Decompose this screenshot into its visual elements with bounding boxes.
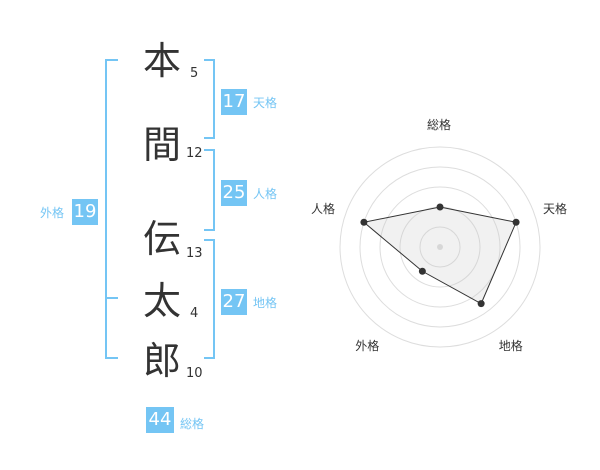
- name-char-4: 太: [142, 279, 181, 323]
- radar-point-4: [360, 218, 368, 226]
- radar-axis-label-4: 人格: [310, 202, 335, 217]
- tenkaku-label: 天格: [253, 96, 278, 110]
- radar-point-2: [477, 300, 485, 308]
- radar-grid-ring: [359, 166, 521, 328]
- radar-point-1: [512, 218, 520, 226]
- stroke-count-3: 13: [186, 246, 203, 261]
- gaikaku-label: 外格: [40, 206, 65, 220]
- radar-center: [437, 244, 443, 250]
- tenkaku-value: 17: [221, 89, 247, 115]
- soukaku-label: 総格: [180, 417, 205, 431]
- radar-axis-label-3: 外格: [355, 338, 380, 353]
- radar-point-0: [436, 203, 444, 211]
- name-char-1: 本: [142, 39, 181, 83]
- name-char-3: 伝: [142, 217, 181, 261]
- jinkaku-bracket: [204, 149, 215, 231]
- radar-series: [362, 206, 517, 305]
- stroke-count-5: 10: [186, 366, 203, 381]
- radar-grid-ring: [339, 146, 541, 348]
- jinkaku-value: 25: [221, 180, 247, 206]
- radar-axis-label-1: 天格: [543, 202, 568, 217]
- name-char-2: 間: [142, 123, 181, 167]
- chikaku-bracket: [204, 239, 215, 359]
- chikaku-label: 地格: [253, 296, 278, 310]
- jinkaku-label: 人格: [253, 187, 278, 201]
- gaikaku-bracket: [105, 59, 118, 359]
- tenkaku-bracket: [204, 59, 215, 139]
- stroke-count-2: 12: [186, 146, 203, 161]
- name-char-5: 郎: [142, 339, 181, 383]
- radar-axis-label-0: 総格: [427, 118, 452, 132]
- radar-axis-label-2: 地格: [498, 338, 523, 353]
- radar-point-3: [418, 267, 426, 275]
- radar-grid-ring: [419, 226, 461, 268]
- soukaku-value: 44: [146, 407, 174, 433]
- gaikaku-value: 19: [72, 199, 98, 225]
- stroke-count-1: 5: [190, 66, 199, 81]
- radar-grid-ring: [379, 186, 501, 308]
- stroke-count-4: 4: [190, 306, 199, 321]
- chikaku-value: 27: [221, 289, 247, 315]
